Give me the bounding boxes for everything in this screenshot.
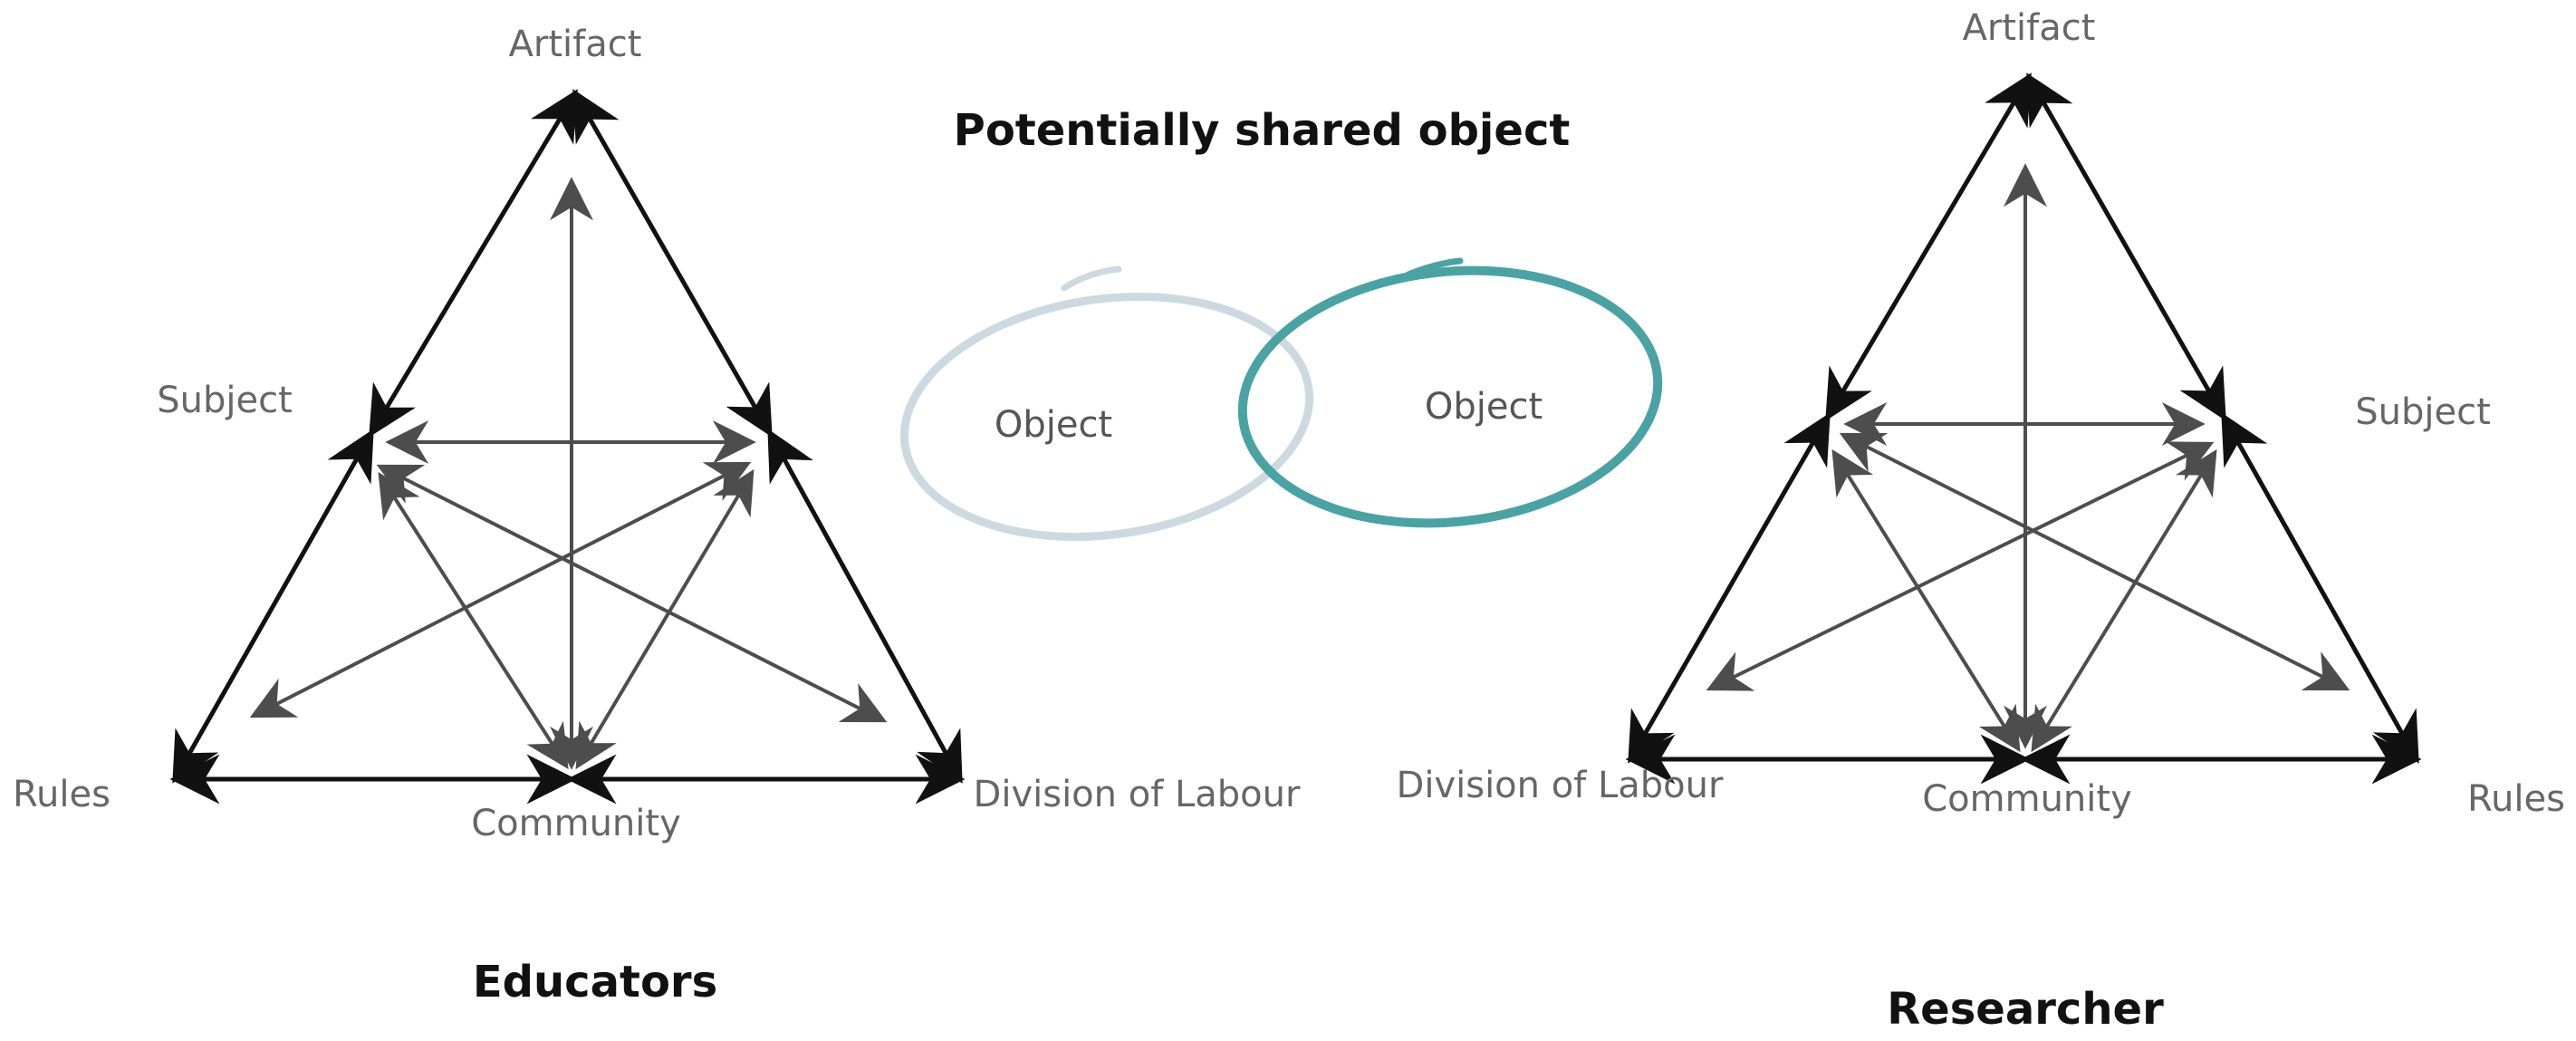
- educators-system-name: Educators: [473, 957, 717, 1007]
- educators-edge-artifact-object: [572, 89, 773, 438]
- educators-subject-label: Subject: [157, 380, 293, 421]
- researcher-inner-subject-community: [2031, 448, 2217, 753]
- educators-activity-system: [169, 89, 966, 805]
- educators-rules-label: Rules: [13, 774, 111, 815]
- object-left-ellipse: [899, 265, 1314, 541]
- researcher-edge-artifact-object: [1825, 72, 2032, 421]
- researcher-inner-object-community: [1831, 448, 2021, 753]
- educators-edge-artifact-subject: [369, 89, 578, 438]
- researcher-community-label: Community: [1922, 778, 2132, 820]
- researcher-activity-system: [1625, 72, 2422, 785]
- researcher-edge-object-division: [1628, 412, 1831, 764]
- diagram-title: Potentially shared object: [954, 105, 1571, 156]
- object-right-ellipse: [1237, 257, 1663, 528]
- researcher-edge-artifact-subject: [2026, 72, 2226, 421]
- educators-edge-object-division: [767, 429, 963, 784]
- educators-artifact-label: Artifact: [509, 24, 642, 65]
- educators-inner-object-community: [575, 468, 755, 770]
- educators-division-of-labour-label: Division of Labour: [974, 774, 1301, 815]
- object-left-label: Object: [995, 404, 1112, 446]
- researcher-division-of-labour-label: Division of Labour: [1397, 765, 1724, 806]
- educators-inner-object-rules: [249, 461, 752, 718]
- researcher-system-name: Researcher: [1887, 984, 2164, 1035]
- researcher-artifact-label: Artifact: [1963, 7, 2096, 49]
- researcher-rules-label: Rules: [2467, 778, 2565, 820]
- researcher-subject-label: Subject: [2355, 391, 2491, 433]
- object-right-label: Object: [1425, 386, 1543, 428]
- educators-community-label: Community: [471, 803, 681, 844]
- educators-edge-subject-rules: [172, 429, 374, 784]
- researcher-edge-subject-rules: [2221, 412, 2419, 764]
- educators-inner-subject-community: [378, 471, 569, 770]
